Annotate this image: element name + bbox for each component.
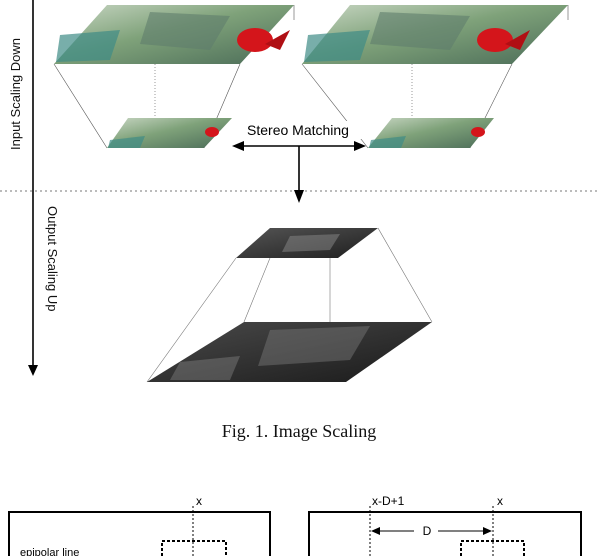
disparity-label: D: [423, 524, 432, 538]
right-image-pyramid: [301, 5, 569, 149]
stereo-matching-label: Stereo Matching: [247, 122, 349, 138]
right-x-marker: x: [497, 494, 503, 508]
left-image-pyramid: [53, 5, 295, 149]
input-scaling-label: Input Scaling Down: [8, 38, 23, 150]
figure-caption: Fig. 1. Image Scaling: [222, 421, 376, 441]
scaling-axis-arrowhead: [28, 365, 38, 376]
right-matching-window: [460, 540, 525, 556]
left-x-marker: x: [196, 494, 202, 508]
depth-map-large: [147, 322, 432, 382]
output-scaling-label: Output Scaling Up: [45, 206, 60, 312]
depth-map-pyramid: [146, 227, 433, 383]
right-image-frame: [308, 511, 582, 556]
left-image-frame: [8, 511, 271, 556]
disparity-figure: x epipolar line x-D+1 x D: [8, 494, 582, 556]
left-matching-window: [161, 540, 227, 556]
epipolar-line-label: epipolar line: [20, 547, 79, 556]
right-start-marker: x-D+1: [372, 494, 405, 508]
